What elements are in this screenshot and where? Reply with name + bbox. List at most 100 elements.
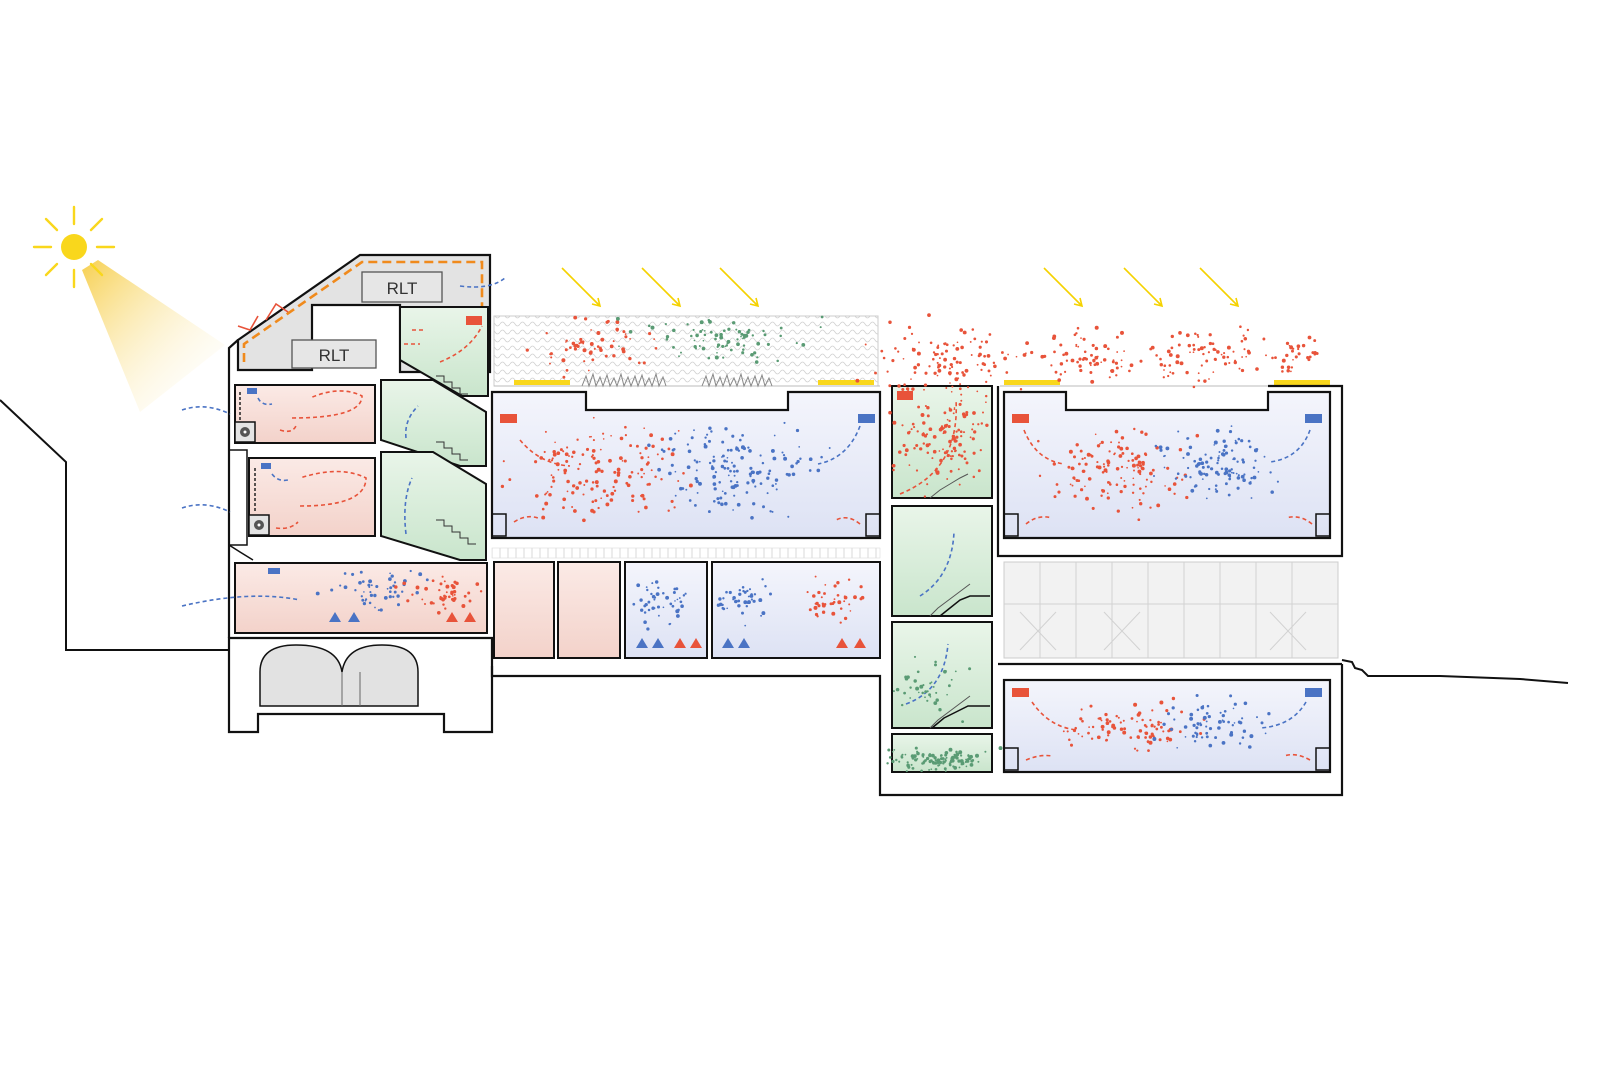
air-particle xyxy=(962,373,966,377)
air-particle xyxy=(1148,740,1153,745)
air-particle xyxy=(1226,355,1230,359)
air-particle xyxy=(814,612,819,617)
air-particle xyxy=(1007,353,1009,356)
air-particle xyxy=(924,371,928,375)
air-particle xyxy=(714,355,719,360)
air-particle xyxy=(562,506,565,510)
air-particle xyxy=(893,749,896,751)
air-particle xyxy=(1079,488,1084,492)
air-particle xyxy=(1186,466,1190,470)
air-particle xyxy=(668,436,673,441)
air-particle xyxy=(775,488,778,491)
air-particle xyxy=(1098,717,1102,720)
air-particle xyxy=(948,439,952,444)
air-particle xyxy=(1165,736,1170,741)
air-particle xyxy=(1079,717,1083,721)
air-particle xyxy=(1085,496,1089,501)
air-particle xyxy=(1151,468,1155,472)
air-particle xyxy=(957,377,960,380)
air-particle xyxy=(377,609,380,612)
air-particle xyxy=(1075,332,1078,335)
air-particle xyxy=(1077,345,1080,348)
air-particle xyxy=(760,614,763,617)
air-particle xyxy=(1073,494,1077,498)
air-particle xyxy=(1200,736,1204,739)
air-particle xyxy=(1230,449,1234,452)
air-particle xyxy=(993,364,997,369)
air-particle xyxy=(1084,357,1087,360)
air-particle xyxy=(1155,354,1158,357)
air-particle xyxy=(737,604,741,608)
air-particle xyxy=(913,371,917,374)
air-particle xyxy=(631,498,635,503)
air-particle xyxy=(948,763,952,767)
air-particle xyxy=(1172,482,1177,486)
air-particle xyxy=(701,329,704,331)
air-particle xyxy=(913,426,916,429)
air-particle xyxy=(648,332,652,336)
air-particle xyxy=(670,463,674,467)
floor-outlet-icon xyxy=(718,638,872,654)
air-particle xyxy=(932,449,937,454)
air-particle xyxy=(1159,357,1162,361)
air-particle xyxy=(746,330,750,335)
air-particle xyxy=(971,428,974,431)
air-particle xyxy=(657,614,660,617)
air-particle xyxy=(767,472,771,476)
air-particle xyxy=(722,597,725,600)
air-particle xyxy=(731,434,735,438)
air-particle xyxy=(452,590,457,594)
air-particle xyxy=(1163,466,1166,469)
air-particle xyxy=(1137,466,1139,469)
air-particle xyxy=(1196,333,1199,337)
air-particle xyxy=(944,349,949,353)
air-particle xyxy=(853,595,857,600)
air-particle xyxy=(988,333,992,336)
air-particle xyxy=(637,510,640,513)
air-particle xyxy=(1103,468,1108,473)
air-particle xyxy=(654,346,658,350)
air-particle xyxy=(1107,464,1110,467)
air-particle xyxy=(727,474,730,477)
air-particle xyxy=(1118,454,1123,458)
air-particle xyxy=(1222,720,1226,723)
air-particle xyxy=(1229,734,1232,736)
air-particle xyxy=(1159,362,1164,367)
air-particle xyxy=(451,598,456,602)
air-particle xyxy=(1178,447,1183,452)
air-particle xyxy=(1222,448,1226,452)
air-particle xyxy=(644,505,648,510)
air-particle xyxy=(1292,358,1294,361)
air-particle xyxy=(1195,726,1199,730)
air-particle xyxy=(657,586,660,590)
air-particle xyxy=(906,675,910,679)
air-particle xyxy=(695,469,698,472)
air-particle xyxy=(671,604,675,608)
air-particle xyxy=(1159,725,1163,729)
air-particle xyxy=(1224,467,1229,472)
air-particle xyxy=(950,450,954,453)
air-particle xyxy=(401,590,404,593)
air-particle xyxy=(926,405,930,410)
air-particle xyxy=(461,604,466,608)
air-particle xyxy=(653,607,656,609)
air-particle xyxy=(1199,472,1203,476)
air-particle xyxy=(1239,721,1243,725)
air-particle xyxy=(977,469,981,473)
air-particle xyxy=(1143,452,1147,456)
air-particle xyxy=(1214,488,1217,491)
air-particle xyxy=(950,390,953,393)
vault xyxy=(259,644,419,707)
rlt-label-upper: RLT xyxy=(387,279,418,298)
air-particle xyxy=(1137,469,1142,474)
air-particle xyxy=(1120,365,1123,368)
air-particle xyxy=(534,460,538,464)
air-particle xyxy=(726,607,729,610)
air-particle xyxy=(613,479,618,484)
heater-icon xyxy=(500,414,517,423)
air-particle xyxy=(952,412,955,415)
air-particle xyxy=(566,479,570,484)
air-particle xyxy=(745,491,749,494)
air-particle xyxy=(703,333,707,337)
air-particle xyxy=(722,356,725,359)
